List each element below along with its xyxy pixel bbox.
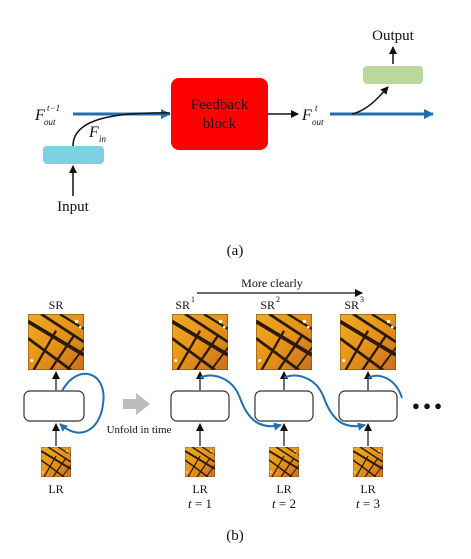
diagram-b: More clearly SR LR Unfold in time SR 1 L… — [23, 276, 442, 544]
more-clearly-label: More clearly — [241, 276, 303, 290]
diagram-a: Feedback block Input Output F t−1 out F … — [34, 28, 434, 259]
svg-text:F: F — [301, 107, 312, 124]
f-out-prev-label: F t−1 out — [34, 103, 60, 127]
output-label: Output — [372, 28, 415, 44]
svg-text:out: out — [44, 117, 56, 127]
step-3-lr-label: LR — [360, 482, 375, 496]
input-merge-curve — [72, 112, 171, 147]
step-2-lr-label: LR — [276, 482, 291, 496]
step-1-sr-sup: 1 — [191, 295, 195, 304]
feedback-link-3-next — [367, 374, 403, 399]
step-2-sr-label: SR — [260, 298, 275, 312]
step-3-sr-image — [340, 314, 396, 370]
feedback-link-1-2 — [199, 374, 282, 431]
step-3-network-block — [338, 390, 398, 422]
step-3: SR 3 LR t = 3 — [338, 295, 398, 511]
step-1-time-label: t = 1 — [188, 496, 212, 511]
feedback-block-label-line1: Feedback — [191, 97, 249, 113]
step-2-time-label: t = 2 — [272, 496, 296, 511]
svg-text:t−1: t−1 — [47, 103, 60, 113]
step-1-sr-label: SR — [175, 298, 190, 312]
left-lr-label: LR — [48, 482, 63, 496]
step-3-sr-label: SR — [344, 298, 359, 312]
caption-a: (a) — [227, 243, 244, 259]
step-1: SR 1 LR t = 1 — [170, 295, 230, 511]
folded-network: SR LR — [23, 298, 105, 496]
unfold-label: Unfold in time — [107, 424, 172, 436]
left-lr-image — [41, 447, 71, 477]
f-in-label: F in — [88, 124, 107, 144]
step-2-sr-image — [256, 314, 312, 370]
feedback-block — [171, 78, 268, 150]
step-3-time-label: t = 3 — [356, 496, 380, 511]
step-2-sr-sup: 2 — [276, 295, 280, 304]
svg-text:t: t — [315, 103, 318, 113]
continuation-ellipsis: ● ● ● — [412, 398, 442, 413]
unfold-arrow — [123, 393, 150, 415]
step-2-network-block — [254, 390, 314, 422]
step-2-lr-image — [269, 447, 299, 477]
output-branch-curve — [351, 86, 389, 115]
step-2: SR 2 LR t = 2 — [254, 295, 314, 511]
left-feedback-loop — [59, 372, 105, 434]
left-sr-image — [28, 314, 84, 370]
step-1-network-block — [170, 390, 230, 422]
f-out-cur-label: F t out — [301, 103, 324, 127]
left-sr-label: SR — [49, 298, 64, 312]
caption-b: (b) — [226, 528, 244, 544]
step-3-lr-image — [353, 447, 383, 477]
input-box — [43, 146, 104, 164]
svg-text:F: F — [88, 124, 99, 141]
left-network-block — [23, 390, 85, 422]
feedback-block-label-line2: block — [203, 116, 237, 132]
svg-text:out: out — [312, 117, 324, 127]
step-1-lr-label: LR — [192, 482, 207, 496]
feedback-link-2-3 — [283, 374, 366, 431]
svg-text:F: F — [34, 107, 45, 124]
step-3-sr-sup: 3 — [360, 295, 364, 304]
svg-text:in: in — [99, 134, 107, 144]
input-label: Input — [57, 199, 89, 215]
output-box — [363, 66, 423, 84]
step-1-sr-image — [172, 314, 228, 370]
step-1-lr-image — [185, 447, 215, 477]
